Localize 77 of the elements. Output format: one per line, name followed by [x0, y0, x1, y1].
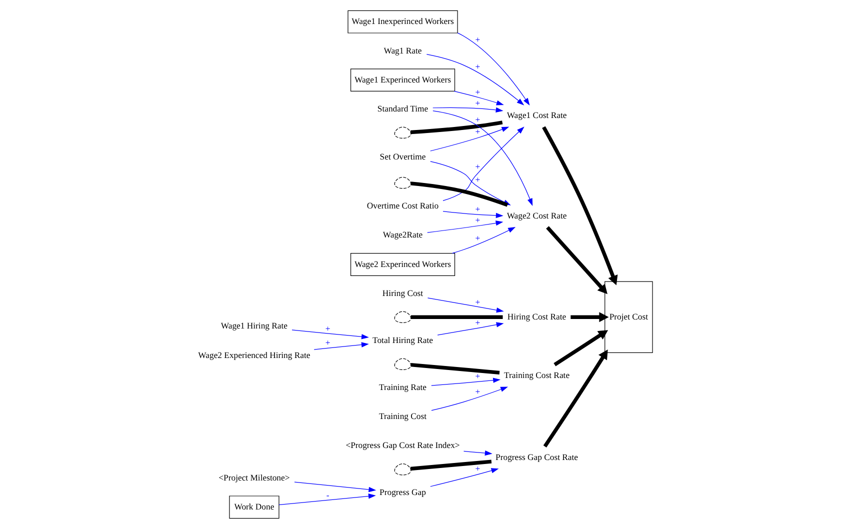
node-text: Progress Gap Cost Rate — [496, 452, 578, 462]
arrow — [432, 107, 504, 113]
connector — [410, 315, 503, 319]
node-text: Training Cost — [378, 411, 427, 422]
arrow — [292, 330, 369, 340]
node-box: Wage1 Inexperinced Workers — [348, 10, 458, 34]
node-cloud — [394, 358, 412, 370]
connector — [410, 182, 508, 207]
node-text: <Progress Gap Cost Rate Index> — [346, 440, 460, 450]
node-text: Training Rate — [379, 382, 427, 392]
node-text: Overtime Cost Ratio — [366, 200, 439, 211]
edge-label: + — [475, 215, 480, 226]
node-text: <Project Milestone> — [218, 472, 290, 482]
arrow — [431, 378, 501, 386]
node-box: Wage2 Experinced Workers — [350, 253, 456, 276]
node-box: Wage1 Experinced Workers — [350, 68, 456, 92]
arrow — [294, 482, 376, 492]
node-text: Standard Time — [377, 103, 428, 114]
node-text: Hiring Cost Rate — [507, 311, 566, 322]
node-cloud — [394, 311, 412, 323]
arrow — [454, 90, 504, 106]
edge-label: + — [475, 98, 480, 108]
edge-label: + — [475, 114, 480, 124]
node-text: Wage1 Cost Rate — [506, 110, 567, 120]
connector — [410, 460, 492, 471]
edge-label: - — [326, 490, 330, 500]
arrow — [430, 468, 499, 487]
node-box: Work Done — [229, 496, 280, 519]
edge-label: + — [475, 34, 480, 44]
arrow — [437, 322, 504, 336]
arrow — [314, 342, 369, 350]
node-text: Wage2 Cost Rate — [506, 210, 567, 221]
arrow — [452, 227, 516, 254]
arrow — [457, 32, 530, 106]
arrow — [431, 386, 508, 411]
edge-label: + — [475, 126, 480, 137]
node-text: Wag1 Rate — [384, 45, 422, 56]
arrow — [442, 126, 524, 201]
node-text: Wage2 Experienced Hiring Rate — [198, 350, 310, 360]
arrow — [570, 312, 609, 322]
arrow — [542, 126, 618, 286]
connector — [410, 362, 500, 375]
arrow — [463, 450, 492, 456]
node-text: Progress Gap — [380, 487, 426, 498]
edge-label: + — [475, 296, 480, 307]
edge-label: + — [475, 204, 480, 214]
node-text: Wage2Rate — [382, 230, 423, 240]
arrow — [546, 226, 608, 294]
edge-label: + — [475, 463, 480, 474]
node-text: Total Hiring Rate — [372, 334, 433, 345]
edge-label: + — [475, 386, 480, 397]
node-box: Projet Cost — [604, 281, 653, 354]
edge-label: + — [475, 371, 480, 382]
edge-label: + — [475, 87, 480, 98]
edge-label: + — [475, 62, 480, 72]
node-text: Wage1 Hiring Rate — [220, 320, 288, 331]
node-cloud — [394, 464, 412, 476]
edge-label: + — [475, 233, 480, 244]
node-text: Hiring Cost — [382, 288, 424, 298]
edge-label: + — [475, 317, 480, 328]
arrow — [278, 494, 376, 506]
arrow — [554, 330, 608, 366]
node-text: Set Overtime — [380, 152, 426, 162]
arrow — [430, 126, 510, 152]
edge-label: + — [325, 338, 330, 348]
arrow — [543, 350, 608, 448]
arrow — [426, 54, 524, 106]
node-text: Training Cost Rate — [504, 370, 570, 380]
arrow — [427, 220, 504, 233]
edge-label: + — [325, 323, 330, 334]
node-cloud — [394, 176, 412, 189]
edge-label: + — [475, 174, 480, 184]
edge-label: + — [475, 161, 480, 172]
node-cloud — [394, 126, 412, 139]
connector — [410, 120, 503, 134]
arrow — [442, 211, 504, 218]
arrow — [427, 298, 504, 313]
